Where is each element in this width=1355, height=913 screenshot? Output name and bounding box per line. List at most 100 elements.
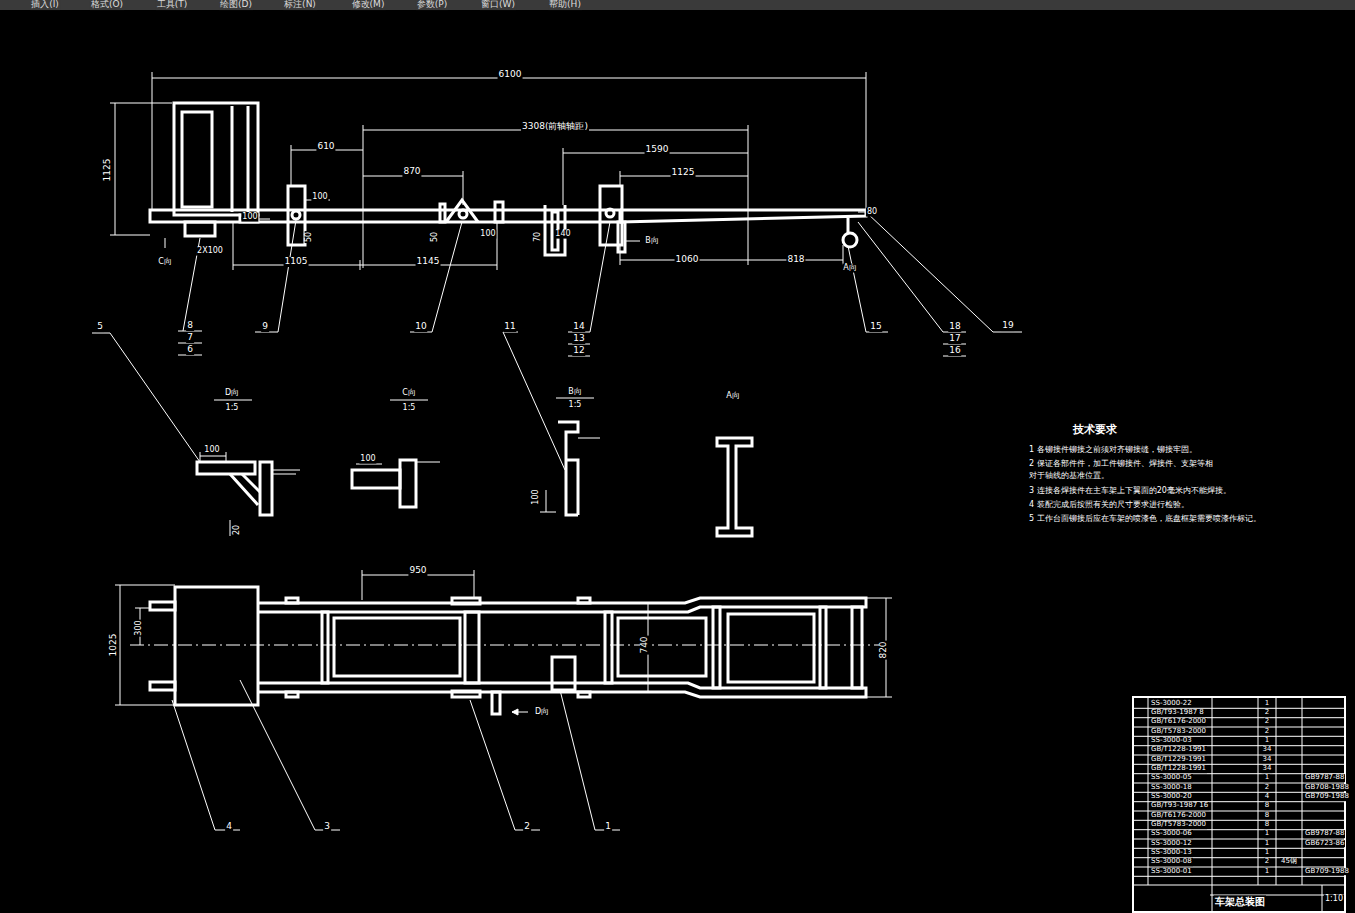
dimension-text: 1105 <box>284 257 309 267</box>
side-view <box>288 186 305 245</box>
dimension-lines <box>620 245 843 265</box>
plan-dimensions <box>130 645 880 646</box>
plan-dimensions <box>115 570 892 715</box>
leader-lines <box>560 690 620 830</box>
dimension-lines <box>233 222 497 270</box>
table-cell: 1 <box>1264 700 1270 708</box>
leader-lines <box>848 246 888 332</box>
plan-view <box>713 607 720 688</box>
table-cell: SS-3000-03 <box>1150 737 1193 745</box>
leader-lines <box>240 680 340 830</box>
dimension-text: 818 <box>786 255 805 265</box>
table-cell: GB/T5783-2000 <box>1150 821 1207 829</box>
note-text: 1 各铆接件铆接之前须对齐铆接缝，铆接牢固。 <box>1028 444 1230 456</box>
dimension-text: 300 <box>135 619 144 636</box>
table-cell: 2 <box>1264 784 1270 792</box>
side-view <box>459 210 467 218</box>
section-dimensions <box>356 438 600 512</box>
plan-view <box>334 618 460 676</box>
callout-number: 12 <box>572 346 585 356</box>
dimension-lines <box>165 238 640 248</box>
table-cell: GB9787-88 <box>1304 830 1345 838</box>
table-cell: 2 <box>1264 728 1270 736</box>
dimension-text: 1025 <box>109 633 119 658</box>
plan-view <box>175 587 258 705</box>
table-cell: SS-3000-06 <box>1150 830 1193 838</box>
table-cell: 2 <box>1264 709 1270 717</box>
table-cell: 2 <box>1264 719 1270 727</box>
table-cell: SS-3000-01 <box>1150 868 1193 876</box>
title-block <box>1133 697 1345 912</box>
dimension-text: 100 <box>479 230 496 239</box>
menu-bar <box>0 0 1355 10</box>
section-views <box>352 470 400 488</box>
table-cell: 34 <box>1262 747 1273 755</box>
menu-item: 参数(P) <box>416 0 448 10</box>
side-view <box>174 103 258 215</box>
dimension-text: 6100 <box>498 70 523 80</box>
view-label: D向 <box>224 389 240 398</box>
view-label: C向 <box>401 389 417 398</box>
menu-item: 插入(I) <box>30 0 60 10</box>
view-label: C向 <box>157 258 173 267</box>
menu-item: 格式(O) <box>90 0 124 10</box>
section-dimensions <box>200 452 300 536</box>
leader-lines <box>568 222 610 356</box>
plan-view <box>150 602 175 610</box>
view-label: 1:5 <box>568 401 583 410</box>
section-views <box>197 462 255 474</box>
side-view <box>847 218 850 232</box>
callout-number: 7 <box>186 333 194 343</box>
plan-view <box>552 657 575 690</box>
dimension-text: 80 <box>866 208 878 217</box>
dimension-text: 1060 <box>675 255 700 265</box>
side-view <box>606 209 614 217</box>
leader-lines <box>214 398 594 400</box>
section-views <box>230 474 260 505</box>
callout-number: 13 <box>572 334 585 344</box>
callout-number: 14 <box>572 322 585 332</box>
leader-lines <box>858 222 966 356</box>
callout-number: 9 <box>261 322 269 332</box>
dimension-text: 50 <box>431 231 440 243</box>
table-cell: 8 <box>1264 812 1270 820</box>
plan-dimensions <box>866 598 892 697</box>
view-label: B向 <box>567 388 583 397</box>
callout-number: 6 <box>186 345 194 355</box>
leader-lines <box>178 238 202 355</box>
dimension-text: 50 <box>305 231 314 243</box>
table-cell: GB/T1229-1991 <box>1150 756 1207 764</box>
note-heading: 技术要求 <box>1072 424 1118 436</box>
table-cell: 4 <box>1264 793 1270 801</box>
leader-lines <box>866 212 1022 332</box>
side-view <box>843 233 857 247</box>
callout-number: 3 <box>323 822 331 832</box>
plan-view <box>258 598 866 612</box>
menu-item: 标注(N) <box>283 0 317 10</box>
plan-view <box>820 607 826 688</box>
plan-view <box>605 612 612 683</box>
view-label: B向 <box>644 237 660 246</box>
dimension-text: 1145 <box>416 257 441 267</box>
dimension-text: 70 <box>534 231 543 243</box>
leader-lines <box>92 333 200 462</box>
callout-number: 19 <box>1001 321 1014 331</box>
table-cell: SS-3000-05 <box>1150 774 1193 782</box>
dimension-text: 1125 <box>671 168 696 178</box>
dimension-text: 100 <box>241 213 258 222</box>
side-view <box>185 222 215 236</box>
table-cell: 1:10 <box>1324 895 1344 904</box>
dimension-text: 100 <box>311 193 328 202</box>
side-view <box>292 211 300 219</box>
plan-view <box>728 614 814 682</box>
table-cell: GB/T1228-1991 <box>1150 765 1207 773</box>
table-cell: 1 <box>1264 868 1270 876</box>
menu-item: 帮助(H) <box>548 0 582 10</box>
dimension-lines <box>110 103 172 235</box>
menu-item: 绘图(D) <box>219 0 253 10</box>
table-cell: SS-3000-20 <box>1150 793 1193 801</box>
side-view <box>446 200 478 222</box>
dimension-lines <box>258 200 866 219</box>
side-view <box>495 202 503 222</box>
table-cell: GB/T93-1987 8 <box>1150 709 1205 717</box>
